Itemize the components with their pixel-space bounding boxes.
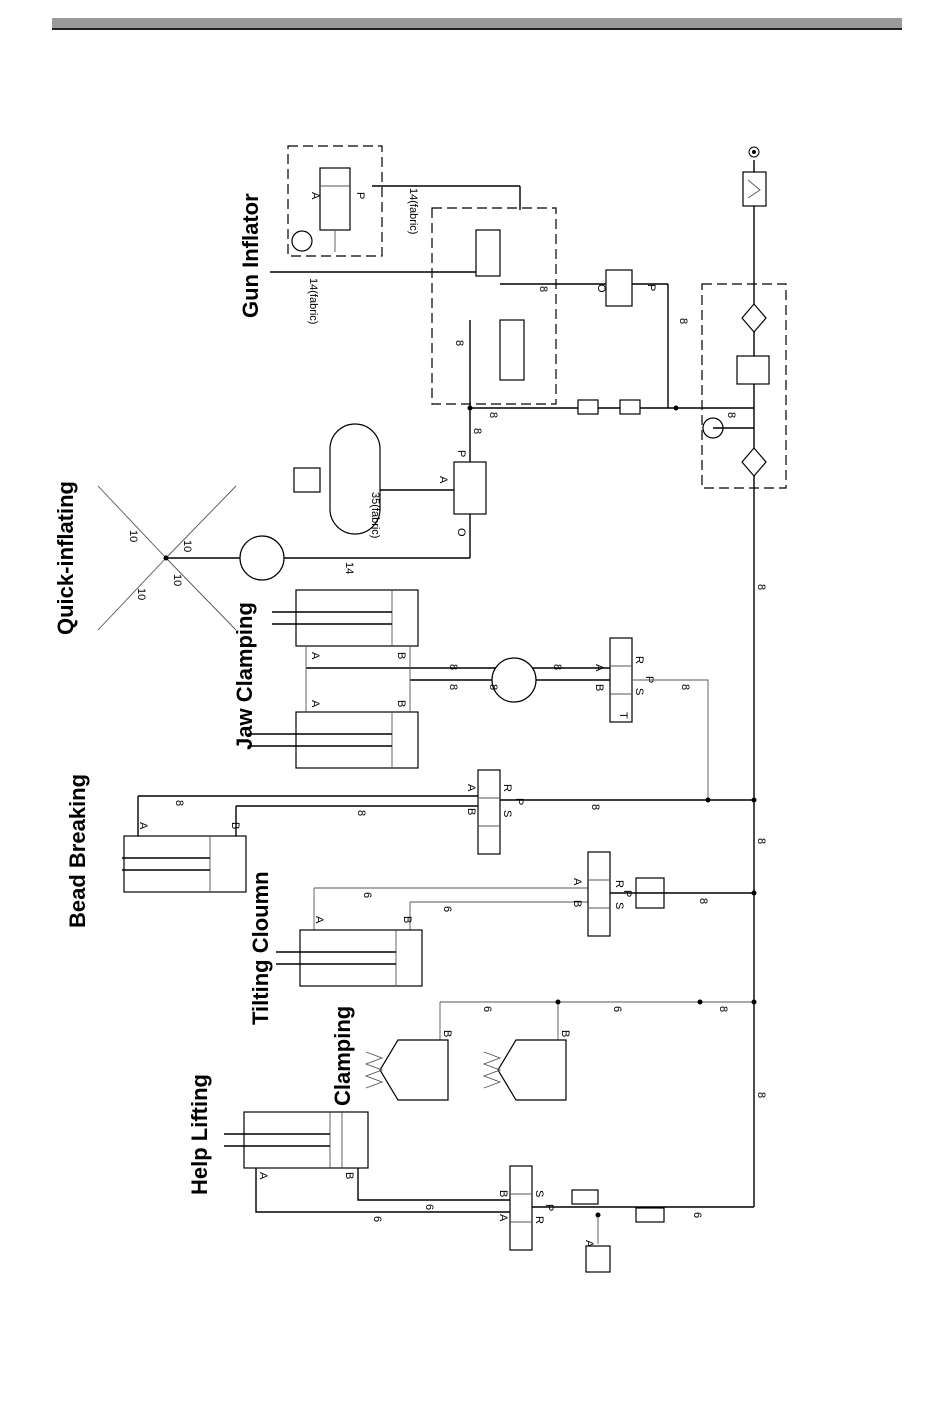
help-lifting-group: A B 6 6 B A S P R A 6 <box>224 1112 754 1272</box>
port-B-tilt-valve: B <box>571 900 583 907</box>
port-B-jaw-2: B <box>395 700 407 707</box>
label-8-gun-b: 8 <box>677 318 689 324</box>
label-8-bead-c: 8 <box>589 804 601 810</box>
label-8-gun-d: 8 <box>487 412 499 418</box>
title-tilting-column: Tilting Cloumn <box>248 871 273 1025</box>
gun-inflator-group: A P 14(fabric) 14(fabric) 8 O P 8 8 <box>270 146 754 418</box>
title-gun-inflator: Gun Inflator <box>238 193 263 318</box>
label-10-d: 10 <box>171 574 183 586</box>
label-6-lift-c: 6 <box>691 1212 703 1218</box>
label-10-b: 10 <box>181 540 193 552</box>
label-8-bead-b: 8 <box>355 810 367 816</box>
clamping-group: 6 6 8 B B 8 <box>366 1000 767 1101</box>
label-14-quick: 14 <box>343 562 355 574</box>
port-B-clamp-1: B <box>441 1030 453 1037</box>
port-A-lift-valve: A <box>497 1214 509 1222</box>
label-10-a: 10 <box>127 530 139 542</box>
port-A-quick: A <box>437 476 449 484</box>
label-6-lift-a: 6 <box>423 1204 435 1210</box>
port-R-bead-valve: R <box>501 784 513 792</box>
quick-inflating-group: 8 P A 35(fabric) O 14 10 10 10 10 <box>98 408 486 630</box>
label-8-clamp: 8 <box>717 1006 729 1012</box>
label-8-main-b: 8 <box>755 838 767 844</box>
label-8-main-a: 8 <box>755 584 767 590</box>
label-8-bead-a: 8 <box>173 800 185 806</box>
label-fabric-14-out: 14(fabric) <box>307 278 319 324</box>
port-B-lift: B <box>343 1172 355 1179</box>
label-6-clamp-b: 6 <box>611 1006 623 1012</box>
port-S-bead-valve: S <box>501 810 513 817</box>
port-P-regulator: P <box>645 284 657 291</box>
port-B-bead: B <box>229 822 241 829</box>
label-10-c: 10 <box>135 588 147 600</box>
bead-breaking-group: 8 8 A B A B R P S 8 8 <box>122 770 767 892</box>
port-A-bead-valve: A <box>465 784 477 792</box>
title-clamping: Clamping <box>330 1006 355 1106</box>
tilting-column-group: 6 6 A B A B R P S 8 <box>276 852 757 986</box>
label-8-tilt: 8 <box>697 898 709 904</box>
port-P-bead-valve: P <box>513 798 525 805</box>
port-S-jaw-valve: S <box>633 688 645 695</box>
port-A-tilt: A <box>313 916 325 924</box>
label-6-clamp-a: 6 <box>481 1006 493 1012</box>
main-supply-line <box>702 147 786 1207</box>
port-P-quick: P <box>455 450 467 457</box>
label-8-jaw-a: 8 <box>447 664 459 670</box>
port-A-jaw-valve: A <box>593 664 605 672</box>
label-8-jaw-e: 8 <box>679 684 691 690</box>
label-6-lift-b: 6 <box>371 1216 383 1222</box>
label-6-tilt-a: 6 <box>361 892 373 898</box>
port-A-jaw-2: A <box>309 700 321 708</box>
title-help-lifting: Help Lifting <box>187 1074 212 1195</box>
port-A-lift: A <box>257 1172 269 1180</box>
title-bead-breaking: Bead Breaking <box>65 774 90 928</box>
port-A-bead: A <box>137 822 149 830</box>
label-8-gun-a: 8 <box>537 286 549 292</box>
port-R-jaw-valve: R <box>633 656 645 664</box>
port-B-tilt: B <box>401 916 413 923</box>
label-8-quick: 8 <box>471 428 483 434</box>
label-8-jaw-b: 8 <box>447 684 459 690</box>
port-O-regulator: O <box>595 284 607 293</box>
port-O-quick: O <box>455 528 467 537</box>
port-A-jaw-1: A <box>309 652 321 660</box>
port-R-lift-valve: R <box>533 1216 545 1224</box>
port-A-gun: A <box>309 192 321 200</box>
port-S-tilt-valve: S <box>613 902 625 909</box>
port-S-lift-valve: S <box>533 1190 545 1197</box>
label-fabric-14-top: 14(fabric) <box>407 188 419 234</box>
port-P-gun: P <box>354 192 366 199</box>
port-A-tilt-valve: A <box>571 878 583 886</box>
jaw-clamping-group: A B A B 8 8 8 8 A B R P S T 8 8 <box>248 584 767 800</box>
port-B-lift-valve: B <box>497 1190 509 1197</box>
label-8-jaw-d: 8 <box>487 684 499 690</box>
label-6-tilt-b: 6 <box>441 906 453 912</box>
label-8-frl: 8 <box>725 412 737 418</box>
port-B-jaw-1: B <box>395 652 407 659</box>
label-8-gun-c: 8 <box>453 340 465 346</box>
label-8-main-c: 8 <box>755 1092 767 1098</box>
title-quick-inflating: Quick-inflating <box>53 481 78 635</box>
title-jaw-clamping: Jaw Clamping <box>232 602 257 750</box>
label-fabric-35: 35(fabric) <box>369 492 381 538</box>
port-B-jaw-valve: B <box>593 684 605 691</box>
label-8-jaw-c: 8 <box>551 664 563 670</box>
port-B-bead-valve: B <box>465 808 477 815</box>
port-B-clamp-2: B <box>559 1030 571 1037</box>
port-R-tilt-valve: R <box>613 880 625 888</box>
port-T-jaw-valve: T <box>617 712 629 719</box>
